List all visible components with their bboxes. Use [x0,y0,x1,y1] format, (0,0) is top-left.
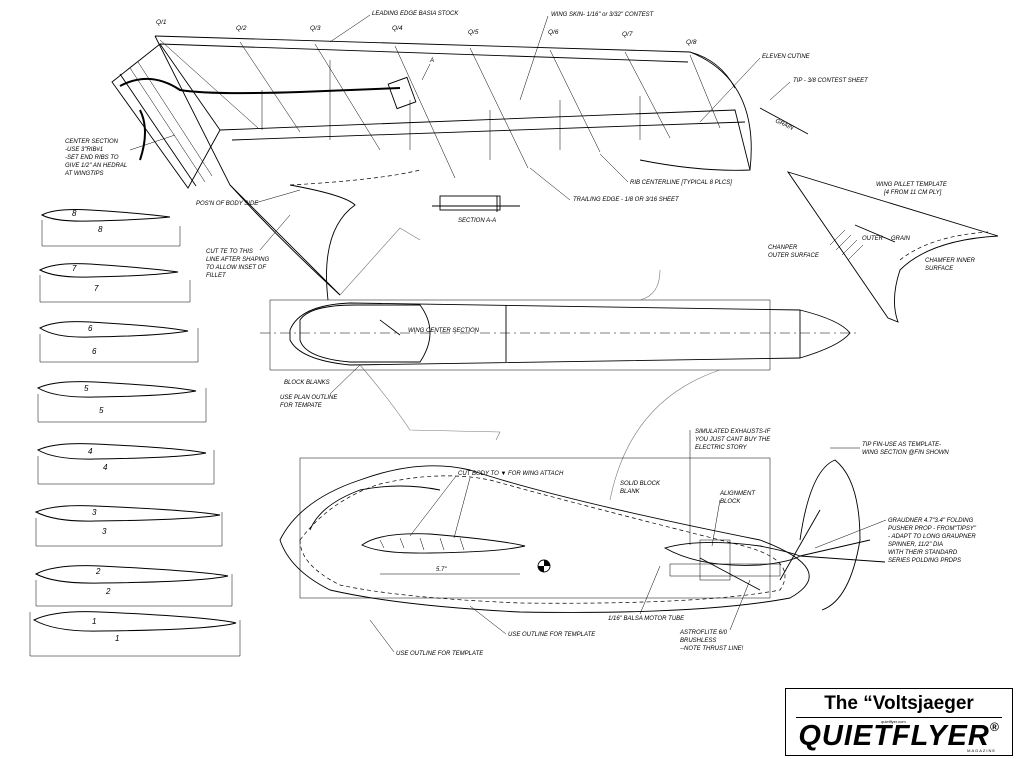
svg-text:BLOCK: BLOCK [720,499,741,505]
svg-text:LINE AFTER SHAPING: LINE AFTER SHAPING [206,257,269,263]
svg-text:SECTION A-A: SECTION A-A [458,218,496,224]
label-tip: TIP - 3/8 CONTEST SHEET [793,78,869,84]
svg-text:--NOTE THRUST LINE!: --NOTE THRUST LINE! [680,646,744,652]
svg-text:SIMULATED EXHAUSTS-IF: SIMULATED EXHAUSTS-IF [695,429,771,435]
label-dim-57: 5.7" [436,567,447,573]
svg-text:4: 4 [103,463,108,472]
svg-text:7: 7 [94,284,99,293]
brand-magazine: MAGAZINE [967,748,996,753]
label-posn-body: POS'N OF BODY SIDE [196,201,259,207]
svg-text:WING CENTER SECTION: WING CENTER SECTION [408,328,480,334]
svg-text:GRAUDNER 4.7"3.4" FOLDING: GRAUDNER 4.7"3.4" FOLDING [888,518,974,524]
svg-text:2: 2 [95,567,101,576]
svg-text:1: 1 [115,634,119,643]
station-q4: Q/4 [392,25,403,32]
rib-profiles: 8 8 7 7 6 6 5 5 4 4 3 3 2 2 1 1 [29,209,241,657]
svg-text:OUTER SURFACE: OUTER SURFACE [768,253,820,259]
svg-text:ELECTRIC STORY: ELECTRIC STORY [695,445,748,451]
label-rib-centerline: RIB CENTERLINE [TYPICAL 8 PLCS] [630,180,732,186]
cut-te-note: CUT TE TO THIS LINE AFTER SHAPING TO ALL… [206,214,291,279]
svg-text:8: 8 [98,225,103,234]
station-q2: Q/2 [236,25,247,32]
wing-plan-view [111,35,752,301]
title-divider [796,717,1002,718]
svg-text:TIP FIN-USE AS TEMPLATE-: TIP FIN-USE AS TEMPLATE- [862,442,941,448]
svg-text:2: 2 [105,587,111,596]
svg-text:-SET END RIBS TO: -SET END RIBS TO [65,155,119,161]
station-q5: Q/5 [468,29,479,36]
svg-text:GRAIN: GRAIN [891,236,911,242]
title-block: The “Voltsjaeger QUIETFLYER® quietflyer.… [785,688,1013,756]
svg-text:6: 6 [92,347,97,356]
svg-text:5: 5 [99,406,104,415]
svg-text:6: 6 [88,324,93,333]
svg-text:- ADAPT TO LONG GRAUPNER: - ADAPT TO LONG GRAUPNER [888,534,976,540]
brand-wordmark: QUIETFLYER [798,720,990,752]
station-q3: Q/3 [310,25,321,32]
label-eleven-cutine: ELEVEN CUTINE [762,54,811,60]
label-wing-skin: WING SKIN- 1/16" or 3/32" CONTEST [551,12,655,18]
station-q8: Q/8 [686,39,697,46]
station-labels: Q/1 Q/2 Q/3 Q/4 Q/5 Q/6 Q/7 Q/8 [156,19,697,46]
svg-text:FOR TEMPATE: FOR TEMPATE [280,403,323,409]
svg-text:BRUSHLESS: BRUSHLESS [680,638,716,644]
registered-mark: ® [989,720,1000,734]
svg-text:CUT TE TO THIS: CUT TE TO THIS [206,249,253,255]
svg-text:PUSHER PROP - FROM"TIPSY": PUSHER PROP - FROM"TIPSY" [888,526,977,532]
station-q7: Q/7 [622,31,633,38]
svg-text:SERIES POLDING PRDPS: SERIES POLDING PRDPS [888,558,961,564]
svg-text:5: 5 [84,384,89,393]
svg-text:CHAMFER INNER: CHAMFER INNER [925,258,976,264]
drawing-title: The “Voltsjaeger [824,693,974,714]
svg-text:USE PLAN OUTLINE: USE PLAN OUTLINE [280,395,338,401]
svg-text:1: 1 [92,617,96,626]
svg-text:GIVE 1/2" AN HEDRAL: GIVE 1/2" AN HEDRAL [65,163,127,169]
svg-text:SOLID BLOCK: SOLID BLOCK [620,481,661,487]
svg-text:YOU JUST CANT BUY THE: YOU JUST CANT BUY THE [695,437,771,443]
wing-center-section: WING CENTER SECTION BLOCK BLANKS USE PLA… [260,299,860,409]
svg-text:OUTER: OUTER [862,236,884,242]
svg-text:CHANPER: CHANPER [768,245,798,251]
station-q6: Q/6 [548,29,559,36]
label-use-outline-2: USE OUTLINE FOR TEMPLATE [396,651,484,657]
fuselage-side-view: 5.7" CUT BODY TO ▼ FOR WING ATTACH SOLID… [279,457,886,613]
svg-text:WING SECTION @FIN SHOWN: WING SECTION @FIN SHOWN [862,450,949,456]
svg-text:FILLET: FILLET [206,273,227,279]
svg-text:WING PILLET TEMPLATE: WING PILLET TEMPLATE [876,182,948,188]
svg-text:-USE 3"RIB#1: -USE 3"RIB#1 [65,147,103,153]
simulated-exhausts-note: SIMULATED EXHAUSTS-IF YOU JUST CANT BUY … [689,429,771,545]
svg-text:SPINNER, 11/2" DIA: SPINNER, 11/2" DIA [888,542,943,548]
fillet-template: WING PILLET TEMPLATE [4 FROM 11 CM PLY] … [768,171,999,323]
station-q1: Q/1 [156,19,167,26]
astroflite-note: ASTROFLITE 6/0 BRUSHLESS --NOTE THRUST L… [679,579,751,652]
svg-text:SURFACE: SURFACE [925,266,954,272]
label-motor-tube: 1/16" BALSA MOTOR TUBE [608,616,685,622]
label-cut-body: CUT BODY TO ▼ FOR WING ATTACH [458,471,564,477]
svg-text:BLANK: BLANK [620,489,641,495]
svg-text:AT WINGTIPS: AT WINGTIPS [64,171,104,177]
center-section-note: CENTER SECTION -USE 3"RIB#1 -SET END RIB… [64,134,176,177]
svg-text:WITH THEIR STANDARD: WITH THEIR STANDARD [888,550,958,556]
svg-text:[4 FROM 11 CM PLY]: [4 FROM 11 CM PLY] [883,190,942,196]
svg-text:ASTROFLITE 6/0: ASTROFLITE 6/0 [679,630,728,636]
label-block-blanks: BLOCK BLANKS [284,380,330,386]
svg-text:A: A [429,58,434,64]
tip-fin-note: TIP FIN-USE AS TEMPLATE- WING SECTION @F… [830,442,949,456]
svg-text:3: 3 [92,508,97,517]
label-trailing-edge: TRAILING EDGE - 1/8 OR 3/16 SHEET [573,197,680,203]
svg-text:7: 7 [72,264,77,273]
svg-text:4: 4 [88,447,93,456]
label-use-outline-1: USE OUTLINE FOR TEMPLATE [508,632,596,638]
svg-text:8: 8 [72,209,77,218]
brand-url: quietflyer.com [881,719,906,724]
section-aa-detail: SECTION A-A A [429,58,520,224]
graupner-prop-note: GRAUDNER 4.7"3.4" FOLDING PUSHER PROP - … [814,518,977,564]
label-leading-edge: LEADING EDGE BASIA STOCK [372,11,459,17]
svg-text:CENTER SECTION: CENTER SECTION [65,139,119,145]
svg-text:ALIGNMENT: ALIGNMENT [719,491,756,497]
quietflyer-logo: QUIETFLYER® [786,720,1012,753]
svg-text:TO ALLOW INSET OF: TO ALLOW INSET OF [206,265,266,271]
svg-text:3: 3 [102,527,107,536]
